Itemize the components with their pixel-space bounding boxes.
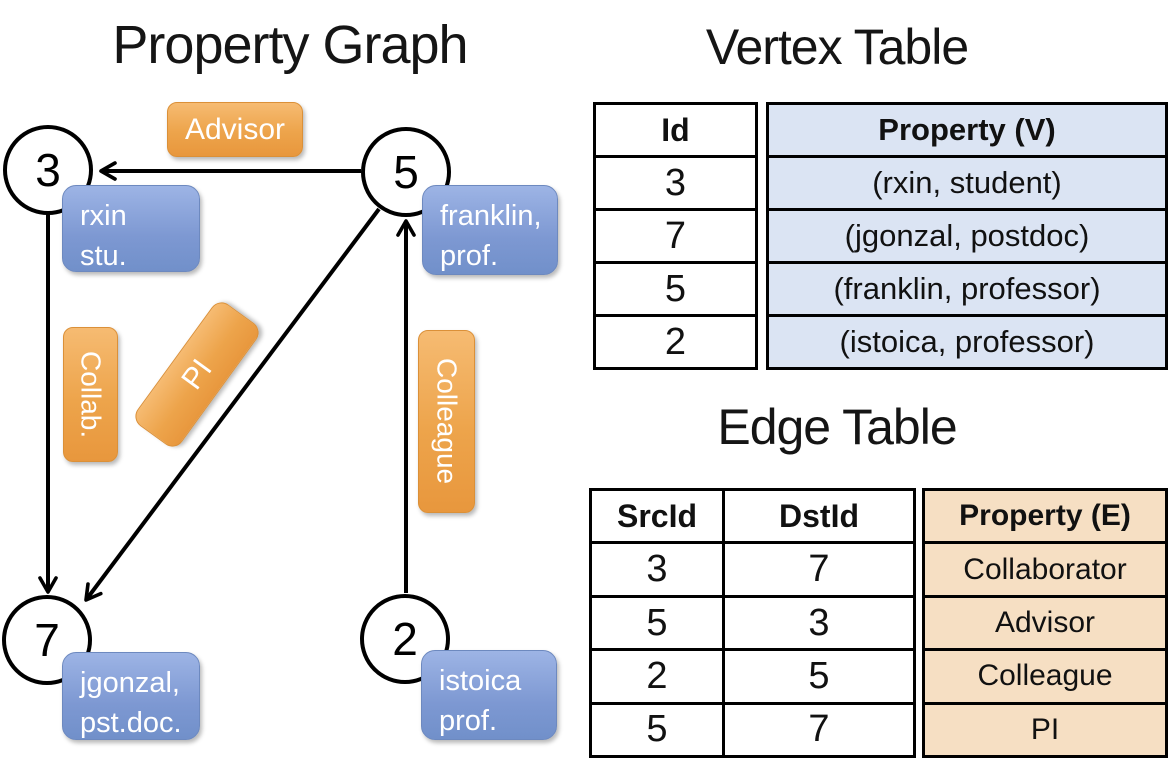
edge-table-property-column: Property (E) Collaborator Advisor Collea… [922,488,1168,758]
edge-row-dstid: 7 [722,544,913,595]
edge-row-srcid: 3 [646,548,668,591]
node-2-id: 2 [392,613,418,665]
vertex-row-property: (franklin, professor) [769,264,1165,314]
node-7-id: 7 [34,614,60,666]
vertex-row-id: 7 [664,214,687,257]
edge-row-srcid: 2 [646,654,668,697]
vertex-5-role: prof. [440,240,499,273]
vertex-table-property-column: Property (V) (rxin, student) (jgonzal, p… [766,102,1168,370]
graph-node-5: 5 [361,127,451,217]
vertex-row-id: 2 [664,320,687,363]
vertex-row-id: 3 [664,161,687,204]
vertex-property-label-5: franklin, prof. [422,185,558,275]
vertex-3-role: stu. [80,240,127,273]
vertex-row-id: 5 [664,267,687,310]
edge-row-dstid: 5 [722,651,913,702]
vertex-property-label-2: istoica prof. [421,650,557,740]
edge-row-dstid: 7 [722,704,913,756]
vertex-row-property: (istoica, professor) [769,317,1165,367]
edge-row-dstid: 3 [722,597,913,649]
vertex-table: Id 3 7 5 2 Property (V) (rxin, student) … [593,102,1168,370]
edge-table-header-property: Property (E) [925,491,1165,542]
vertex-7-name: jgonzal, [80,667,180,699]
edge-row-srcid: 5 [646,708,668,751]
edge-label-advisor: Advisor [167,102,303,157]
edge-row-srcid: 5 [646,601,668,644]
edge-row-property: Advisor [925,597,1165,649]
edge-table-title: Edge Table [717,399,957,455]
edge-table-header-dstid: DstId [722,491,913,542]
vertex-property-label-7: jgonzal, pst.doc. [62,652,200,740]
edge-label-colleague: Colleague [418,330,475,513]
edge-table-id-columns: SrcId DstId 3 7 5 3 2 5 5 7 [589,488,916,758]
vertex-row-property: (rxin, student) [769,158,1165,208]
vertex-2-name: istoica [439,665,522,697]
vertex-table-header-property: Property (V) [769,105,1165,155]
graph-edges-svg [38,161,416,602]
vertex-table-id-column: Id 3 7 5 2 [593,102,758,370]
vertex-row-property: (jgonzal, postdoc) [769,211,1165,261]
property-graph-title: Property Graph [112,15,468,75]
vertex-3-name: rxin [80,200,127,232]
edge-row-property: PI [925,704,1165,756]
node-3-id: 3 [35,144,61,196]
vertex-5-name: franklin, [440,200,542,232]
edge-table: SrcId DstId 3 7 5 3 2 5 5 7 Property (E)… [589,488,1168,758]
edge-pi-5-to-7 [84,207,381,602]
edge-table-header-srcid: SrcId [616,497,698,534]
vertex-table-title: Vertex Table [705,19,969,75]
graph-node-2: 2 [360,594,450,684]
vertex-7-role: pst.doc. [80,707,182,740]
node-5-id: 5 [393,146,419,198]
edge-row-property: Colleague [925,651,1165,702]
vertex-property-label-3: rxin stu. [62,185,200,272]
edge-label-collab: Collab. [63,327,118,462]
vertex-2-role: prof. [439,705,498,738]
vertex-table-header-id: Id [661,111,690,148]
edge-row-property: Collaborator [925,544,1165,595]
